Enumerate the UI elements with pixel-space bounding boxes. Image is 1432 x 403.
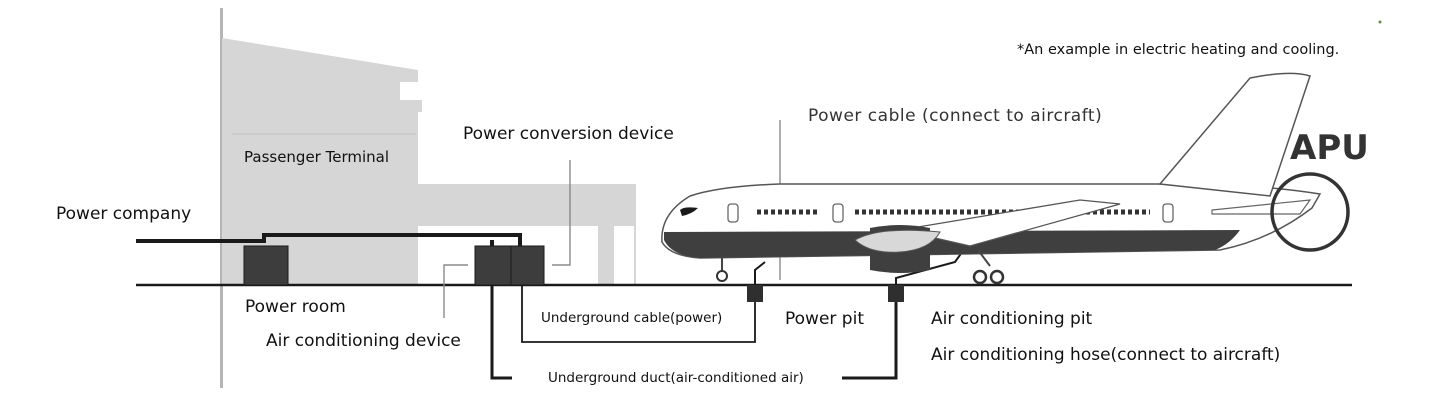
underground-duct-label: Underground duct(air-conditioned air) (548, 370, 804, 386)
air-conditioning-hose-label: Air conditioning hose(connect to aircraf… (931, 345, 1281, 365)
power-conversion-device-label: Power conversion device (463, 124, 674, 144)
power-room-label: Power room (245, 297, 346, 317)
air-conditioning-device-label: Air conditioning device (266, 331, 461, 351)
power-pit-label: Power pit (785, 309, 864, 329)
power-company-label: Power company (56, 204, 192, 224)
aircraft (661, 72, 1322, 285)
passenger-terminal-label: Passenger Terminal (244, 148, 390, 166)
apu-circle (1270, 172, 1350, 252)
power-room-box (243, 245, 289, 286)
power-cable-label: Power cable (connect to aircraft) (808, 106, 1103, 126)
underground-cable (521, 286, 756, 343)
apu-label: APU (1290, 128, 1369, 168)
underground-duct (490, 286, 898, 380)
air-conditioning-pit-label: Air conditioning pit (931, 309, 1093, 329)
underground-cable-label: Underground cable(power) (541, 310, 723, 326)
example-note: *An example in electric heating and cool… (1017, 42, 1340, 58)
power-conversion-device-box (510, 245, 545, 286)
power-company-line (136, 233, 522, 248)
air-conditioning-pit (888, 285, 904, 302)
air-conditioning-device-box (474, 245, 512, 286)
power-pit (747, 285, 763, 302)
